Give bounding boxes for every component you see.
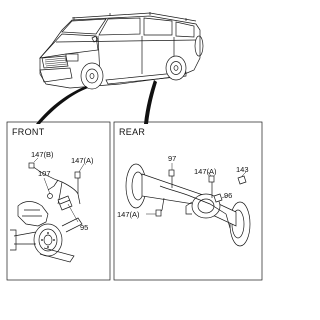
bracket-96 xyxy=(213,193,223,203)
rear-leader xyxy=(144,80,157,124)
connector-147a-rear xyxy=(208,175,215,183)
rear-panel-title: REAR xyxy=(119,127,145,137)
label-147b: 147(B) xyxy=(31,150,54,159)
connector-97 xyxy=(168,169,175,177)
front-panel: FRONT 1 xyxy=(6,121,111,281)
label-97: 97 xyxy=(168,154,176,163)
label-107: 107 xyxy=(38,169,51,178)
clip-107 xyxy=(47,193,53,199)
label-147a-top: 147(A) xyxy=(194,167,217,176)
clip-143 xyxy=(237,175,247,185)
connector-147a xyxy=(74,171,81,179)
parts-diagram: FRONT 1 xyxy=(6,12,263,281)
label-147a: 147(A) xyxy=(71,156,94,165)
label-147a-left: 147(A) xyxy=(117,210,140,219)
front-panel-title: FRONT xyxy=(12,127,45,137)
bracket-95 xyxy=(57,195,73,211)
connector-147a-left xyxy=(155,209,162,217)
label-95: 95 xyxy=(80,223,88,232)
rear-panel: REAR 97 xyxy=(113,121,263,281)
label-96: 96 xyxy=(224,191,232,200)
suv-illustration xyxy=(39,12,204,90)
label-143: 143 xyxy=(236,165,249,174)
front-leader xyxy=(36,86,88,124)
connector-147b xyxy=(28,162,35,169)
